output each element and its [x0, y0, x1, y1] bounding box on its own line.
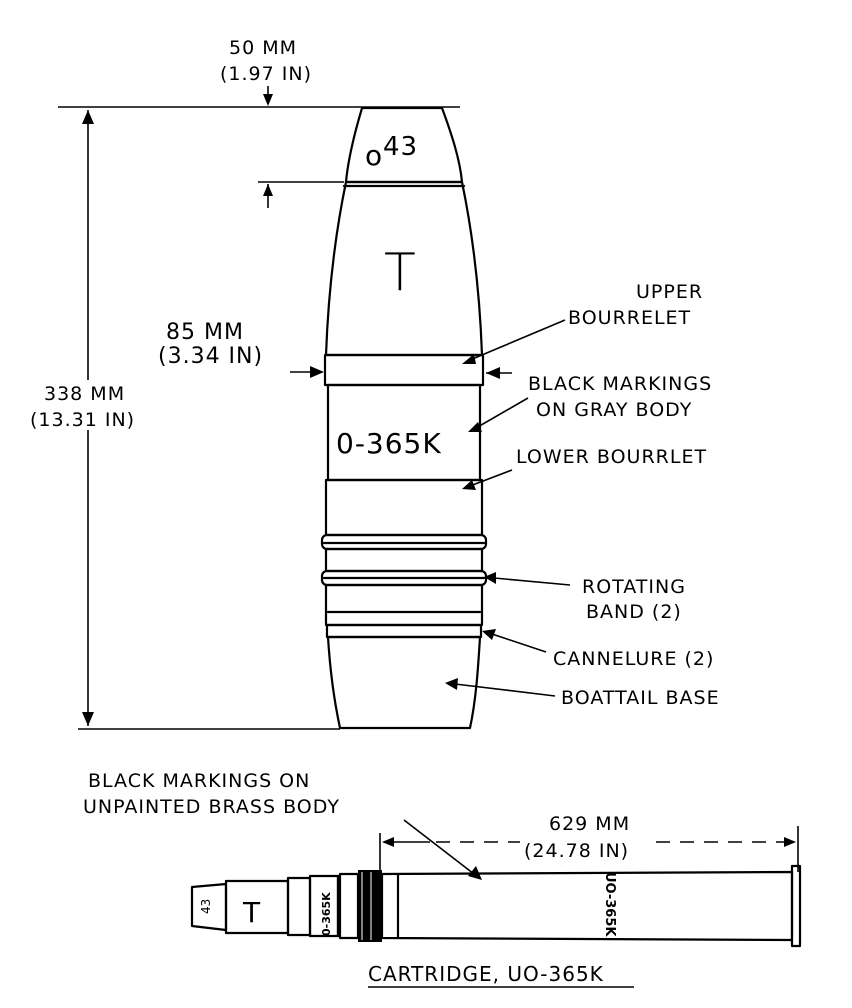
callout-rotating-band-1: ROTATING [582, 576, 686, 598]
callout-boattail-base: BOATTAIL BASE [561, 687, 720, 709]
length-in: (13.31 IN) [30, 409, 135, 431]
callout-upper-bourrelet-2: BOURRELET [568, 307, 691, 329]
cartridge-note-2: UNPAINTED BRASS BODY [83, 796, 340, 818]
length-mm: 338 MM [44, 383, 125, 405]
cartridge-caption: CARTRIDGE, UO-365K [368, 962, 604, 986]
lower-bourrelet [324, 478, 484, 537]
cartridge-body-symbol: T [242, 896, 261, 929]
cartridge-case [380, 870, 794, 942]
upper-bourrelet [323, 353, 485, 387]
cartridge-rim [790, 864, 802, 948]
callout-cannelure: CANNELURE (2) [553, 648, 714, 670]
callout-black-markings-2: ON GRAY BODY [536, 399, 692, 421]
cannelure [325, 623, 483, 639]
nose-width-mm: 50 MM [229, 37, 297, 59]
callout-leaders [445, 319, 571, 697]
callout-upper-bourrelet-1: UPPER [636, 281, 703, 303]
projectile-drawing: o 43 T 0-365K [320, 106, 488, 730]
cartridge-body-code: 0-365K [320, 892, 333, 936]
rotating-band [320, 533, 488, 627]
cartridge-length-mm: 629 MM [549, 813, 630, 835]
callout-black-markings-1: BLACK MARKINGS [528, 373, 712, 395]
cartridge-dimension [379, 826, 799, 872]
body-code: 0-365K [336, 427, 442, 460]
nose-width-in: (1.97 IN) [220, 63, 312, 85]
nose-marking-prefix: o [365, 139, 383, 172]
callout-lower-bourrelet: LOWER BOURRLET [516, 446, 707, 468]
boattail-base [326, 635, 482, 730]
callout-rotating-band-2: BAND (2) [586, 601, 682, 623]
body-symbol: T [384, 243, 416, 303]
cartridge-note-1: BLACK MARKINGS ON [88, 770, 310, 792]
cartridge-drawing: 43 T 0-365K UO-365K [190, 864, 802, 948]
nose-marking: 43 [383, 132, 418, 162]
cartridge-length-in: (24.78 IN) [524, 840, 629, 862]
diameter-in: (3.34 IN) [158, 344, 263, 369]
diameter-mm: 85 MM [166, 320, 244, 345]
cartridge-nose-marking: 43 [199, 899, 213, 914]
cartridge-case-code: UO-365K [602, 872, 617, 937]
